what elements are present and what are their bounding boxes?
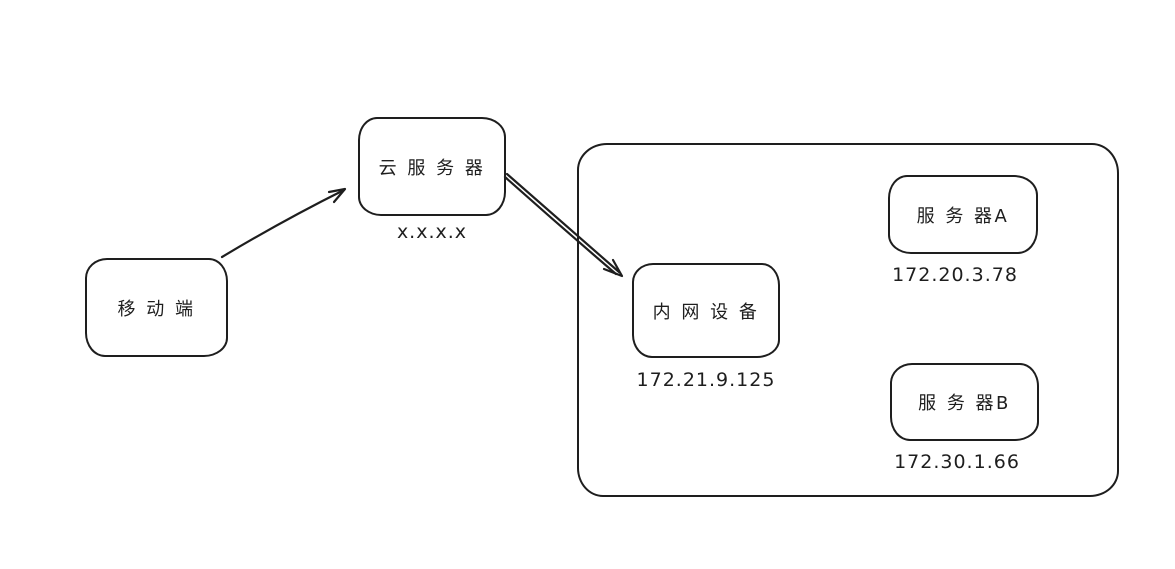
intranet-boundary-box xyxy=(577,143,1119,497)
server-a-node-label: 服 务 器A xyxy=(916,205,1010,227)
mobile-node-label: 移 动 端 xyxy=(117,298,196,320)
arrow-mobile-to-cloud xyxy=(220,187,347,259)
cloud-server-node: 云 服 务 器 xyxy=(358,117,506,216)
server-a-ip-label: 172.20.3.78 xyxy=(892,264,1018,286)
server-b-node-label: 服 务 器B xyxy=(918,393,1011,414)
server-b-ip-label: 172.30.1.66 xyxy=(894,451,1020,473)
intranet-device-node: 内 网 设 备 xyxy=(632,263,780,358)
cloud-server-node-label: 云 服 务 器 xyxy=(378,157,486,179)
cloud-server-ip-label: x.x.x.x xyxy=(396,221,468,243)
server-b-node: 服 务 器B xyxy=(890,363,1039,441)
intranet-device-node-label: 内 网 设 备 xyxy=(652,301,760,323)
intranet-device-ip-label: 172.21.9.125 xyxy=(636,369,776,391)
mobile-node: 移 动 端 xyxy=(85,258,228,357)
server-a-node: 服 务 器A xyxy=(888,175,1038,254)
